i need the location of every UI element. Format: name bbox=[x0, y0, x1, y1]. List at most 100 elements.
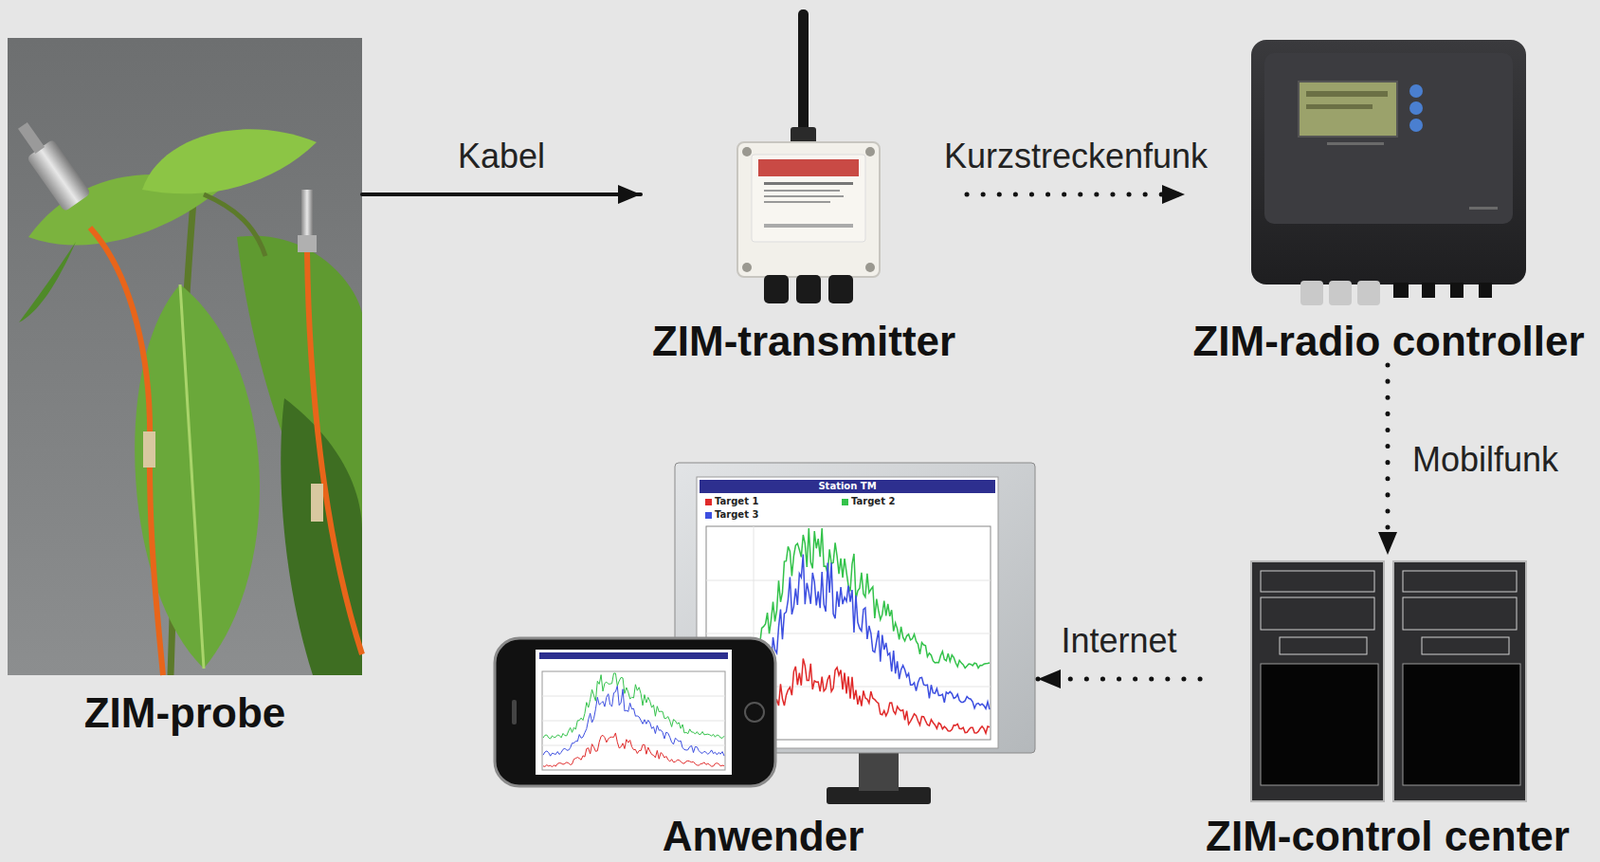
legend-entry: Target 2 bbox=[841, 495, 897, 508]
smartphone-part bbox=[542, 671, 726, 770]
server-rack-part bbox=[1402, 570, 1517, 592]
monitor-part bbox=[699, 479, 996, 493]
smartphone-part bbox=[542, 745, 726, 746]
legend-swatch bbox=[705, 498, 712, 506]
node-title: ZIM-control center bbox=[1205, 812, 1570, 860]
transmitter-device-part bbox=[763, 200, 831, 203]
monitor-part bbox=[706, 633, 991, 635]
radio-controller-device-part bbox=[1300, 280, 1324, 306]
smartphone-part bbox=[535, 649, 732, 775]
radio-controller-device-part bbox=[1421, 282, 1436, 298]
transmitter-device-part bbox=[865, 146, 875, 157]
radio-controller-device-part bbox=[1306, 104, 1373, 110]
probe-node: ZIM-probe bbox=[7, 37, 363, 737]
smartphone-part bbox=[745, 702, 764, 722]
transmitter-device-part bbox=[742, 146, 752, 157]
transmitter-device-part bbox=[763, 189, 840, 192]
legend-text: Target 2 bbox=[851, 495, 895, 508]
transmitter-device-part bbox=[828, 274, 854, 304]
radio-controller-node: ZIM-radio controller bbox=[1184, 28, 1593, 365]
chart-curve-part bbox=[543, 672, 725, 739]
server-rack-part bbox=[1393, 561, 1527, 801]
radio-controller-device-part bbox=[1469, 206, 1498, 210]
screen-title: Station TM bbox=[699, 479, 996, 493]
legend-entry: Target 3 bbox=[705, 509, 761, 521]
radio-controller-device-part bbox=[1409, 118, 1423, 132]
transmitter-device-part bbox=[763, 181, 854, 185]
node-title: ZIM-transmitter bbox=[652, 317, 956, 365]
node-title: ZIM-probe bbox=[84, 689, 287, 737]
smartphone-part bbox=[494, 637, 776, 786]
transmitter-device-part bbox=[763, 195, 844, 198]
transmitter-device-part bbox=[751, 154, 866, 242]
transmitter-device-part bbox=[865, 262, 875, 273]
transmitter-node: ZIM-transmitter bbox=[640, 7, 967, 365]
server-rack-part bbox=[1260, 597, 1375, 630]
smartphone bbox=[494, 637, 776, 786]
server-rack-part bbox=[1251, 561, 1384, 801]
server-rack-part bbox=[1279, 636, 1367, 655]
edge-label: Kabel bbox=[454, 137, 549, 176]
wireless-arrow bbox=[966, 192, 1185, 198]
plant-photo-part bbox=[297, 235, 317, 253]
radio-controller-device-part bbox=[1409, 101, 1423, 115]
server-rack-part bbox=[1421, 636, 1510, 655]
radio-controller-device bbox=[1251, 39, 1527, 306]
radio-controller-device-part bbox=[1409, 84, 1423, 98]
wireless-arrow bbox=[1037, 676, 1200, 682]
plant-photo-part bbox=[180, 284, 204, 669]
transmitter-device bbox=[737, 9, 880, 304]
plant-photo-part bbox=[90, 227, 164, 675]
radio-controller-device-part bbox=[1298, 81, 1398, 137]
transmitter-device-part bbox=[737, 142, 880, 277]
chart-curve-part bbox=[543, 685, 725, 756]
smartphone-part bbox=[539, 652, 728, 659]
node-title: Anwender bbox=[662, 812, 865, 860]
smartphone-part bbox=[511, 699, 517, 725]
radio-controller-device-part bbox=[1306, 90, 1388, 97]
server-rack bbox=[1251, 561, 1527, 801]
radio-controller-device-part bbox=[1327, 142, 1384, 146]
plant-photo-part bbox=[7, 37, 363, 675]
legend-text: Target 1 bbox=[714, 495, 759, 508]
plant-photo-part-part bbox=[18, 122, 45, 154]
radio-controller-device-part bbox=[1328, 280, 1352, 306]
plant-photo-part bbox=[142, 128, 317, 194]
transmitter-device-part bbox=[742, 262, 752, 273]
radio-controller-device-part bbox=[1478, 282, 1492, 298]
edge-label: Kurzstreckenfunk bbox=[940, 137, 1212, 176]
transmitter-device-part bbox=[796, 274, 821, 304]
plant-photo-part bbox=[143, 431, 156, 468]
server-rack-part bbox=[1260, 570, 1375, 592]
radio-controller-device-part bbox=[1393, 282, 1409, 298]
chart-curve bbox=[543, 672, 725, 767]
radio-controller-device-part bbox=[1251, 39, 1527, 285]
plant-photo-part bbox=[203, 194, 266, 256]
edge-label: Internet bbox=[1057, 621, 1182, 660]
transmitter-device-part bbox=[763, 274, 789, 304]
edge-label: Mobilfunk bbox=[1408, 440, 1563, 479]
radio-controller-device-part bbox=[1450, 282, 1464, 298]
plant-photo bbox=[7, 37, 363, 675]
legend-swatch bbox=[705, 511, 712, 519]
transmitter-device-part bbox=[763, 223, 854, 228]
transmitter-device-part bbox=[758, 159, 859, 177]
monitor-part bbox=[858, 748, 899, 791]
legend-swatch bbox=[841, 498, 849, 506]
server-rack-part bbox=[1402, 663, 1521, 785]
radio-controller-device-part bbox=[1264, 53, 1513, 224]
legend-entry: Target 1 bbox=[705, 495, 761, 508]
plant-photo-part bbox=[310, 483, 324, 522]
server-rack-part bbox=[1260, 663, 1379, 785]
transmitter-device-part bbox=[798, 9, 809, 133]
plant-photo-part bbox=[301, 189, 313, 239]
plant-photo-part bbox=[18, 241, 76, 323]
legend-text: Target 3 bbox=[714, 509, 759, 521]
plant-photo-part bbox=[134, 284, 260, 669]
chart-curve-part bbox=[543, 732, 725, 767]
smartphone-part bbox=[542, 720, 726, 722]
plant-photo-part bbox=[307, 252, 363, 655]
cable-arrow bbox=[362, 192, 641, 197]
